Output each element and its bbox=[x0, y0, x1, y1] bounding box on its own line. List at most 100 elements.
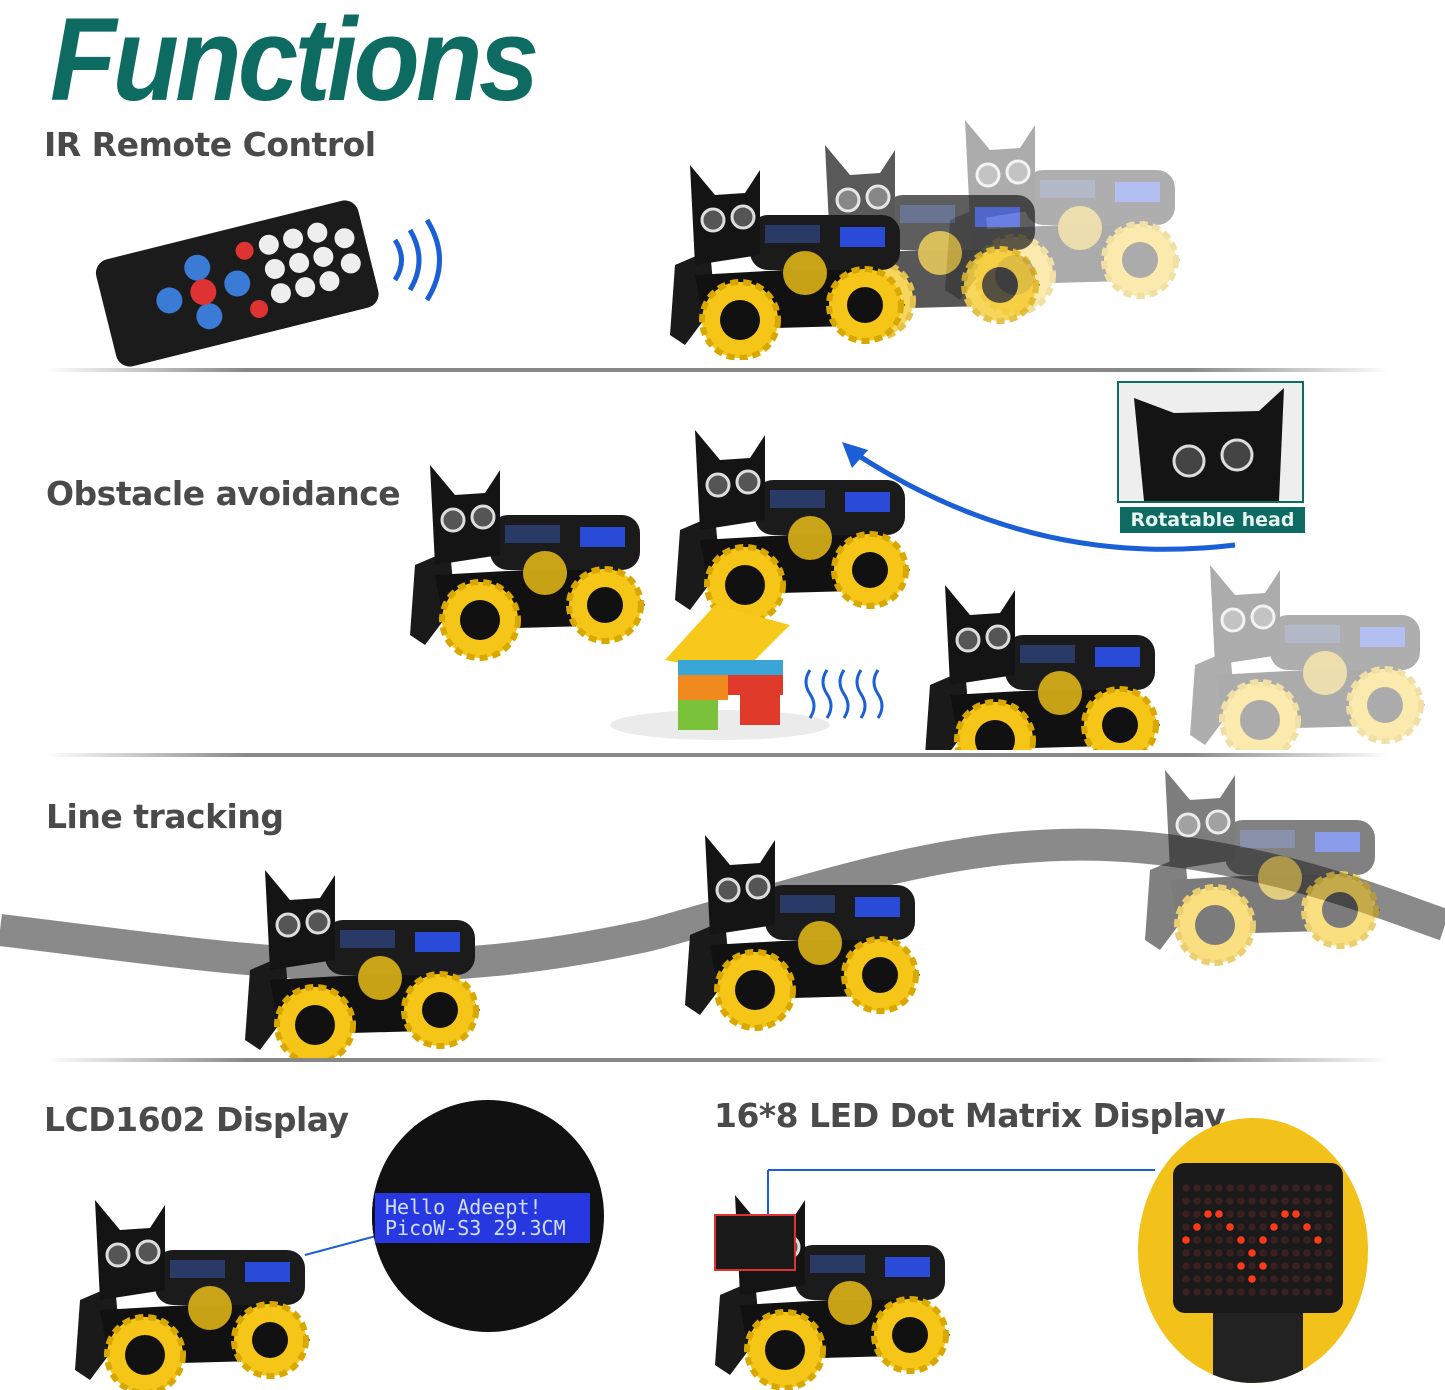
led-dot bbox=[1237, 1262, 1245, 1270]
led-dot bbox=[1314, 1275, 1322, 1283]
section-label-obstacle: Obstacle avoidance bbox=[46, 474, 401, 513]
led-dot bbox=[1193, 1223, 1201, 1231]
led-dot bbox=[1259, 1210, 1267, 1218]
led-dot bbox=[1182, 1223, 1190, 1231]
led-dot bbox=[1325, 1223, 1333, 1231]
led-dot bbox=[1259, 1236, 1267, 1244]
led-dot bbox=[1292, 1236, 1300, 1244]
led-dot bbox=[1226, 1249, 1234, 1257]
led-dot bbox=[1281, 1236, 1289, 1244]
led-dot bbox=[1303, 1262, 1311, 1270]
led-dot bbox=[1325, 1184, 1333, 1192]
led-dot bbox=[1325, 1275, 1333, 1283]
led-dot bbox=[1215, 1223, 1223, 1231]
led-dot bbox=[1303, 1249, 1311, 1257]
page-title: Functions bbox=[50, 0, 539, 126]
led-dot bbox=[1314, 1249, 1322, 1257]
led-dot bbox=[1237, 1236, 1245, 1244]
led-dot bbox=[1281, 1288, 1289, 1296]
led-dot bbox=[1248, 1275, 1256, 1283]
led-dot bbox=[1204, 1236, 1212, 1244]
led-dot bbox=[1226, 1210, 1234, 1218]
led-dot bbox=[1314, 1223, 1322, 1231]
led-dot bbox=[1292, 1275, 1300, 1283]
led-dot bbox=[1182, 1236, 1190, 1244]
led-dot bbox=[1193, 1184, 1201, 1192]
led-dot bbox=[1303, 1275, 1311, 1283]
led-dot bbox=[1204, 1210, 1212, 1218]
led-matrix-closeup bbox=[1138, 1118, 1368, 1383]
led-dot bbox=[1215, 1197, 1223, 1205]
divider bbox=[45, 753, 1390, 757]
lcd-screen: Hello Adeept! PicoW-S3 29.3CM bbox=[372, 1190, 593, 1246]
led-dot bbox=[1248, 1223, 1256, 1231]
led-dot bbox=[1270, 1262, 1278, 1270]
led-dot bbox=[1270, 1275, 1278, 1283]
led-dot bbox=[1314, 1262, 1322, 1270]
led-dot bbox=[1204, 1288, 1212, 1296]
led-dot bbox=[1325, 1197, 1333, 1205]
led-dot bbox=[1303, 1236, 1311, 1244]
led-dot bbox=[1193, 1249, 1201, 1257]
line-tracking-scene bbox=[0, 760, 1445, 1060]
led-dot bbox=[1193, 1262, 1201, 1270]
led-dot bbox=[1270, 1223, 1278, 1231]
led-dot bbox=[1281, 1223, 1289, 1231]
robot-car-sequence bbox=[640, 110, 1220, 360]
toy-blocks-icon bbox=[610, 605, 830, 740]
obstacle-scene bbox=[390, 420, 1430, 750]
led-dot bbox=[1292, 1210, 1300, 1218]
led-car bbox=[690, 1169, 1155, 1390]
led-dot bbox=[1325, 1249, 1333, 1257]
led-dot bbox=[1270, 1210, 1278, 1218]
led-dot bbox=[1292, 1184, 1300, 1192]
led-dot bbox=[1259, 1223, 1267, 1231]
led-dot bbox=[1237, 1249, 1245, 1257]
led-dot bbox=[1215, 1210, 1223, 1218]
led-dot bbox=[1237, 1288, 1245, 1296]
led-dot bbox=[1325, 1210, 1333, 1218]
lcd-line-2: PicoW-S3 29.3CM bbox=[385, 1216, 566, 1240]
led-dot bbox=[1226, 1275, 1234, 1283]
led-dot bbox=[1259, 1275, 1267, 1283]
led-dot bbox=[1281, 1210, 1289, 1218]
remote-control-icon bbox=[95, 200, 442, 367]
rotatable-head-photo bbox=[1117, 381, 1304, 503]
led-dot bbox=[1314, 1184, 1322, 1192]
led-dot bbox=[1204, 1275, 1212, 1283]
led-dot bbox=[1259, 1197, 1267, 1205]
led-dot bbox=[1259, 1288, 1267, 1296]
led-dot bbox=[1314, 1288, 1322, 1296]
led-dot bbox=[1292, 1249, 1300, 1257]
led-dot bbox=[1204, 1184, 1212, 1192]
led-dot bbox=[1226, 1236, 1234, 1244]
led-dot bbox=[1292, 1262, 1300, 1270]
led-dot bbox=[1314, 1236, 1322, 1244]
lcd-closeup: Hello Adeept! PicoW-S3 29.3CM bbox=[372, 1100, 604, 1332]
led-dot bbox=[1193, 1210, 1201, 1218]
led-dot bbox=[1303, 1223, 1311, 1231]
led-dot bbox=[1248, 1210, 1256, 1218]
led-dot bbox=[1215, 1262, 1223, 1270]
led-dot bbox=[1325, 1288, 1333, 1296]
led-dot bbox=[1314, 1197, 1322, 1205]
led-dot bbox=[1259, 1184, 1267, 1192]
led-dot bbox=[1215, 1288, 1223, 1296]
led-dot bbox=[1226, 1288, 1234, 1296]
led-dot bbox=[1292, 1223, 1300, 1231]
led-dot bbox=[1259, 1249, 1267, 1257]
led-dot bbox=[1182, 1210, 1190, 1218]
led-dot bbox=[1182, 1262, 1190, 1270]
led-dot bbox=[1226, 1184, 1234, 1192]
led-dot bbox=[1237, 1223, 1245, 1231]
led-dot bbox=[1248, 1249, 1256, 1257]
led-dot bbox=[1215, 1184, 1223, 1192]
led-dot bbox=[1204, 1249, 1212, 1257]
led-dot bbox=[1248, 1236, 1256, 1244]
led-dot bbox=[1270, 1236, 1278, 1244]
led-dot bbox=[1314, 1210, 1322, 1218]
led-dot bbox=[1182, 1184, 1190, 1192]
led-dot bbox=[1182, 1288, 1190, 1296]
ultrasonic-waves-icon bbox=[804, 669, 884, 719]
led-dot bbox=[1325, 1262, 1333, 1270]
